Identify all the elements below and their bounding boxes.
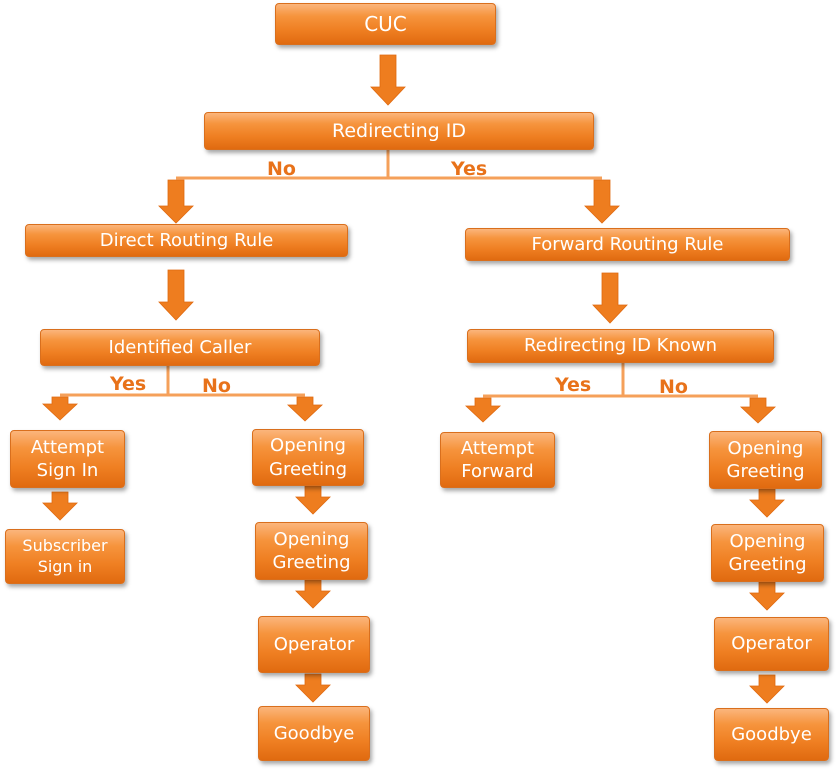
node-right-opening-greeting-1: Opening Greeting <box>709 431 822 489</box>
node-identified-caller-label: Identified Caller <box>108 336 252 358</box>
node-redirecting-id-known: Redirecting ID Known <box>467 329 774 363</box>
node-left-opening-greeting-2-line-2: Greeting <box>272 552 351 573</box>
arrow-right-operator-to-goodbye <box>749 674 785 704</box>
node-redirecting-id-known-label: Redirecting ID Known <box>523 335 718 357</box>
node-left-goodbye: Goodbye <box>258 706 370 761</box>
node-forward-routing-rule: Forward Routing Rule <box>465 228 790 261</box>
label-known-yes: Yes <box>555 374 592 396</box>
node-attempt-forward: Attempt Forward <box>440 432 555 488</box>
arrow-to-right-opening-1 <box>739 397 777 424</box>
node-right-opening-greeting-2-line-2: Greeting <box>728 554 807 575</box>
node-attempt-sign-in-line-2: Sign In <box>36 460 99 481</box>
arrow-cuc-to-redirecting <box>370 54 406 106</box>
arrow-attempt-to-subscriber <box>42 491 78 521</box>
node-attempt-forward-line-1: Attempt <box>460 437 535 459</box>
node-subscriber-sign-in-line-1: Subscriber <box>22 535 108 555</box>
node-subscriber-sign-in-line-2: Sign in <box>37 556 93 576</box>
node-direct-routing-rule: Direct Routing Rule <box>25 224 348 257</box>
node-right-operator-label: Operator <box>731 633 812 655</box>
label-identified-no: No <box>202 375 231 397</box>
node-left-operator: Operator <box>258 616 370 673</box>
node-forward-routing-rule-label: Forward Routing Rule <box>531 233 724 255</box>
node-left-opening-greeting-2: Opening Greeting <box>255 522 368 580</box>
arrow-to-forward-rule <box>584 179 620 224</box>
label-identified-yes: Yes <box>110 373 147 395</box>
node-right-opening-greeting-2: Opening Greeting <box>711 524 824 582</box>
arrow-direct-to-identified <box>158 269 194 321</box>
node-left-opening-greeting-2-line-1: Opening <box>273 528 350 550</box>
node-left-opening-greeting-1-line-2: Greeting <box>269 458 347 480</box>
node-left-goodbye-label: Goodbye <box>273 722 355 744</box>
node-right-goodbye-label: Goodbye <box>731 723 812 745</box>
node-cuc-label: CUC <box>364 12 407 36</box>
label-redirecting-yes: Yes <box>451 158 488 180</box>
node-right-opening-greeting-1-line-1: Opening <box>727 437 804 459</box>
node-right-opening-greeting-1-line-2: Greeting <box>726 461 805 482</box>
node-left-operator-label: Operator <box>273 633 355 655</box>
node-left-opening-greeting-1: Opening Greeting <box>252 429 364 486</box>
node-redirecting-id-label: Redirecting ID <box>331 119 466 142</box>
node-right-opening-greeting-2-line-1: Opening <box>729 530 806 552</box>
arrow-left-opening-1-to-2 <box>295 485 331 515</box>
node-direct-routing-rule-label: Direct Routing Rule <box>99 229 274 251</box>
arrow-to-attempt-sign-in <box>41 396 79 421</box>
node-attempt-sign-in: Attempt Sign In <box>10 430 125 488</box>
node-attempt-sign-in-line-1: Attempt <box>30 436 105 458</box>
arrow-to-left-opening-1 <box>286 396 324 422</box>
arrow-left-opening-2-to-operator <box>295 579 331 609</box>
label-known-no: No <box>659 376 688 398</box>
arrow-to-direct-rule <box>158 179 194 224</box>
node-attempt-forward-line-2: Forward <box>461 461 534 482</box>
arrow-left-operator-to-goodbye <box>295 673 331 703</box>
arrow-right-opening-1-to-2 <box>749 488 785 518</box>
node-right-operator: Operator <box>714 617 829 671</box>
node-cuc: CUC <box>275 3 496 45</box>
arrow-forward-to-known <box>592 272 628 324</box>
node-right-goodbye: Goodbye <box>714 708 829 761</box>
arrow-to-attempt-forward <box>464 397 502 423</box>
node-redirecting-id: Redirecting ID <box>204 112 594 150</box>
arrow-right-opening-2-to-operator <box>749 581 785 611</box>
node-identified-caller: Identified Caller <box>40 329 320 366</box>
node-subscriber-sign-in: Subscriber Sign in <box>5 529 125 584</box>
node-left-opening-greeting-1-line-1: Opening <box>270 435 346 457</box>
label-redirecting-no: No <box>267 158 296 180</box>
